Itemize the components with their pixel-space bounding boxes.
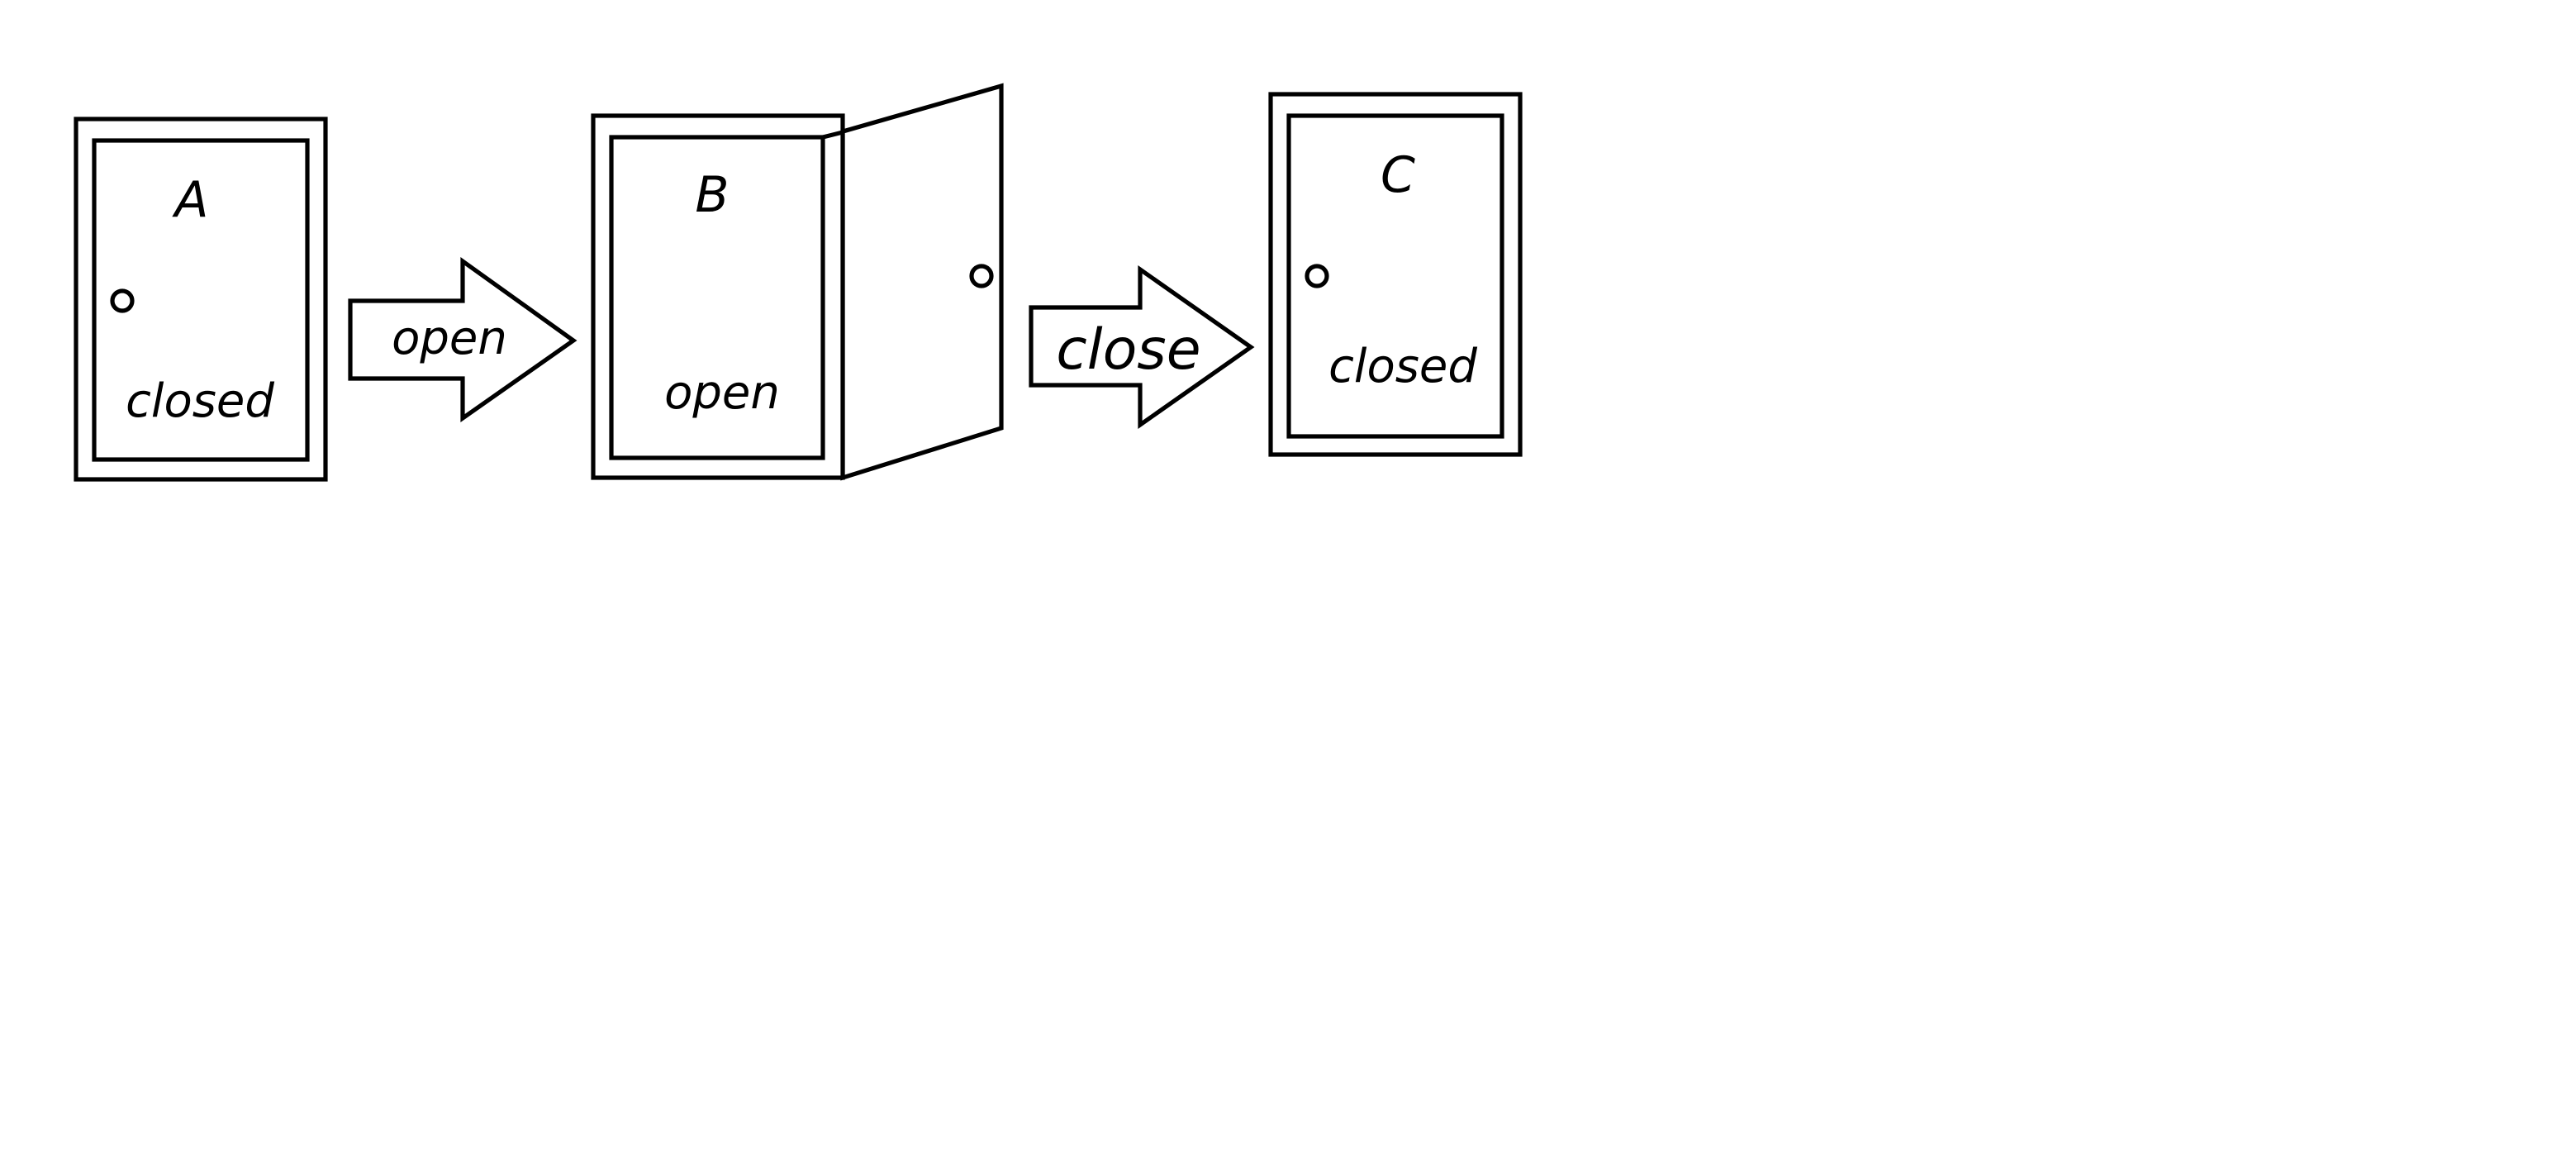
door-b-knob-icon (969, 264, 994, 288)
arrow-open-label: open (392, 312, 507, 365)
door-a: A closed (74, 117, 328, 482)
door-b-state: open (664, 366, 780, 420)
door-a-panel (92, 138, 310, 462)
door-b-opening (609, 135, 825, 460)
door-c-state: closed (1328, 340, 1477, 393)
door-b-hinge-edge (822, 130, 844, 140)
door-a-state: closed (126, 374, 274, 428)
door-a-letter: A (171, 171, 208, 229)
door-c-panel (1286, 113, 1504, 439)
arrow-open-shape (348, 256, 577, 422)
arrow-open: open (348, 256, 577, 422)
door-c-letter: C (1381, 146, 1415, 204)
arrow-close-shape (1029, 265, 1255, 429)
door-c: C closed (1268, 92, 1523, 457)
arrow-close: close (1029, 265, 1255, 429)
arrow-close-label: close (1056, 317, 1200, 383)
door-c-knob-icon (1305, 264, 1329, 288)
door-b-letter: B (695, 166, 729, 224)
door-b: B open (591, 83, 1004, 481)
door-a-knob-icon (110, 288, 135, 313)
